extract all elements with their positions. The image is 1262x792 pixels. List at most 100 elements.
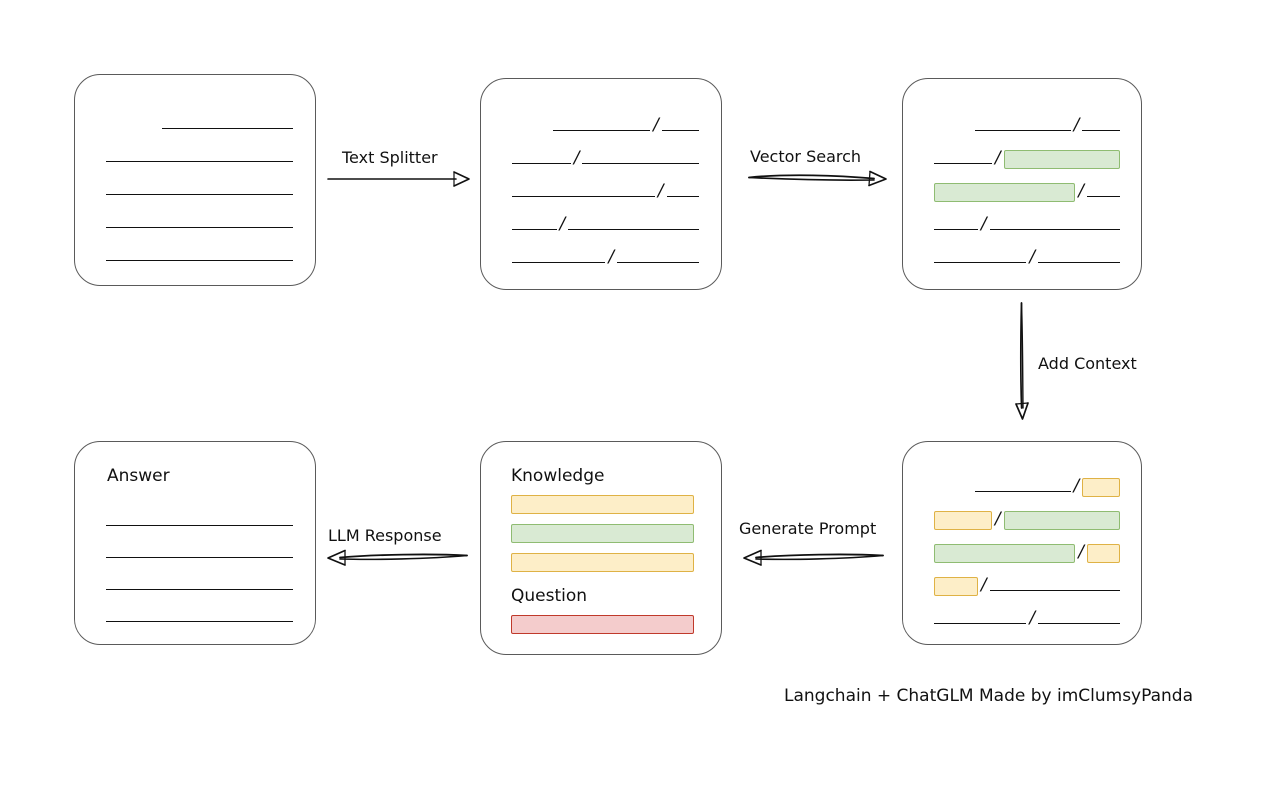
connector-llm-response: [322, 548, 468, 568]
doc-line: /: [933, 180, 1120, 202]
prompt-bar-red: [511, 615, 694, 634]
text-rule: [989, 229, 1120, 230]
segment-separator-slash: /: [980, 213, 987, 234]
connector-generate-prompt-label: Generate Prompt: [739, 519, 877, 538]
text-rule: [568, 229, 700, 230]
text-rule: [933, 623, 1027, 624]
highlight-chip-yellow: [933, 576, 978, 596]
text-rule: [1082, 130, 1120, 131]
text-rule: [974, 491, 1071, 492]
doc-line: /: [933, 213, 1120, 234]
text-rule: [1038, 623, 1120, 624]
text-rule: [106, 589, 294, 590]
segment-separator-slash: /: [994, 147, 1001, 168]
footer-credit: Langchain + ChatGLM Made by imClumsyPand…: [784, 686, 1193, 706]
connector-llm-response-label: LLM Response: [328, 526, 442, 545]
text-rule: [933, 262, 1027, 263]
prompt-bar-yellow: [511, 553, 694, 572]
text-rule: [989, 590, 1120, 591]
doc-line: [106, 150, 294, 164]
segment-separator-slash: /: [559, 213, 566, 234]
answer-title: Answer: [107, 466, 170, 486]
connector-vector-search: [748, 168, 888, 188]
answer-lines: [106, 442, 294, 644]
prompt-bar-yellow: [511, 495, 694, 514]
doc-line: /: [512, 180, 700, 201]
text-rule: [106, 557, 294, 558]
connector-add-context: [1012, 302, 1034, 420]
text-rule: [106, 621, 294, 622]
text-rule: [1087, 196, 1120, 197]
doc-line: /: [512, 246, 700, 267]
doc-line: [106, 578, 294, 592]
highlight-chip-green: [933, 543, 1076, 563]
text-rule: [661, 130, 700, 131]
doc-line: [106, 546, 294, 560]
doc-line: /: [512, 147, 700, 168]
doc-line: [106, 249, 294, 263]
connector-add-context-label: Add Context: [1038, 354, 1137, 373]
doc-line: /: [934, 475, 1120, 497]
knowledge-label: Knowledge: [511, 466, 605, 486]
text-rule: [553, 130, 651, 131]
segment-separator-slash: /: [1029, 607, 1036, 628]
doc-line: /: [933, 508, 1120, 530]
doc-line: [106, 610, 294, 624]
connector-text-splitter-label: Text Splitter: [342, 148, 438, 167]
segment-separator-slash: /: [1073, 475, 1080, 496]
doc-line: /: [933, 246, 1120, 267]
doc-line: [106, 117, 294, 131]
raw-document-card: [74, 74, 316, 286]
doc-line: /: [933, 543, 1120, 563]
context-chunks-card: / / / / /: [902, 441, 1142, 645]
text-rule: [974, 130, 1071, 131]
segment-separator-slash: /: [1078, 180, 1084, 201]
text-rule: [512, 229, 557, 230]
segment-separator-slash: /: [608, 246, 615, 267]
doc-line: [106, 183, 294, 197]
text-rule: [666, 196, 700, 197]
highlight-chip-yellow: [933, 510, 992, 530]
text-rule: [106, 161, 294, 162]
segment-separator-slash: /: [1029, 246, 1036, 267]
segment-separator-slash: /: [573, 147, 580, 168]
doc-line: /: [512, 213, 700, 234]
connector-text-splitter: [327, 168, 472, 188]
highlight-chip-green: [1003, 510, 1120, 530]
doc-line: [106, 514, 294, 528]
connector-generate-prompt: [738, 548, 884, 568]
text-rule: [933, 229, 978, 230]
raw-document-lines: [106, 75, 294, 285]
doc-line: /: [934, 114, 1120, 135]
split-chunks-card: / / / / /: [480, 78, 722, 290]
text-rule: [1038, 262, 1120, 263]
answer-card: Answer: [74, 441, 316, 645]
highlight-chip-green: [1003, 149, 1120, 169]
text-rule: [933, 163, 992, 164]
text-rule: [162, 128, 294, 129]
segment-separator-slash: /: [980, 574, 987, 595]
text-rule: [512, 262, 606, 263]
split-chunks-lines: / / / / /: [512, 79, 700, 289]
text-rule: [512, 163, 571, 164]
highlight-chip-green: [933, 182, 1076, 202]
segment-separator-slash: /: [653, 114, 659, 135]
text-rule: [106, 194, 294, 195]
retrieved-chunks-card: / / / / /: [902, 78, 1142, 290]
text-rule: [582, 163, 700, 164]
segment-separator-slash: /: [657, 180, 664, 201]
text-rule: [106, 525, 294, 526]
highlight-chip-yellow: [1082, 477, 1120, 497]
segment-separator-slash: /: [994, 508, 1001, 529]
text-rule: [512, 196, 655, 197]
highlight-chip-yellow: [1086, 543, 1120, 563]
question-label: Question: [511, 586, 588, 606]
doc-line: /: [933, 574, 1120, 596]
doc-line: /: [933, 147, 1120, 169]
connector-vector-search-label: Vector Search: [750, 147, 862, 166]
text-rule: [617, 262, 700, 263]
doc-line: [106, 216, 294, 230]
prompt-bar-green: [511, 524, 694, 543]
segment-separator-slash: /: [1073, 114, 1080, 135]
prompt-card: Knowledge Question: [480, 441, 722, 655]
